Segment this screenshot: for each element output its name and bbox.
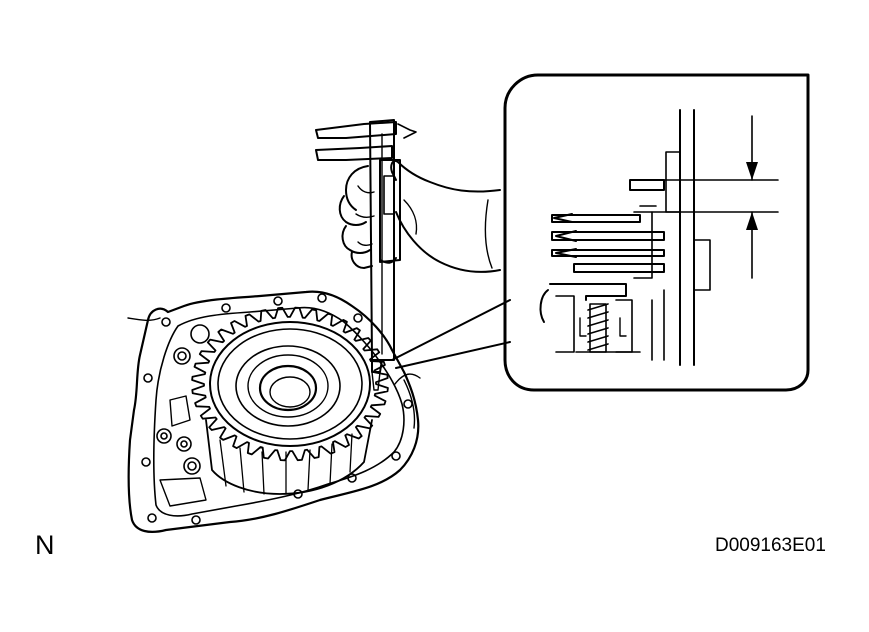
hand [338,160,501,273]
clutch-plates [551,205,665,279]
clutch-drum [191,306,389,495]
oil-passages [156,324,210,507]
transmission-case [127,290,421,533]
dimension-indicator [651,115,779,279]
bolt-holes [141,293,413,525]
return-spring [539,283,641,353]
detail-inset [503,73,810,392]
callout-leader [391,299,511,369]
figure-code-label: D009163E01 [715,535,826,556]
view-indicator-label: N [35,530,55,560]
